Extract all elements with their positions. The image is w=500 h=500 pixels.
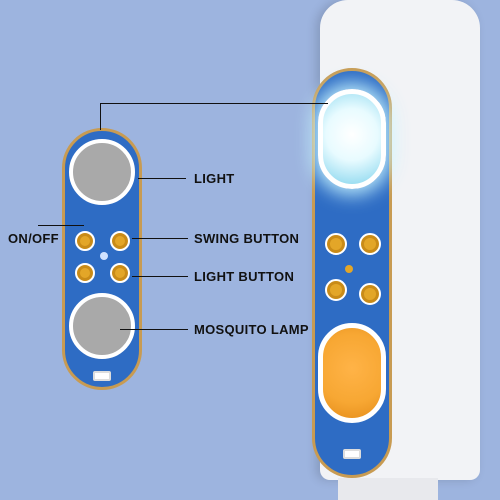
callout-line-onoff (38, 225, 84, 226)
label-swing-button: SWING BUTTON (194, 231, 300, 246)
callout-line-light-button (132, 276, 188, 277)
callout-line-mosquito (120, 329, 188, 330)
mosquito-lamp (69, 293, 135, 359)
speaker-icon (100, 252, 108, 260)
label-light: LIGHT (194, 171, 235, 186)
device-light-lens (318, 89, 386, 189)
callout-line-light (138, 178, 186, 179)
device-extra-button[interactable] (359, 283, 381, 305)
label-on-off: ON/OFF (8, 231, 59, 246)
callout-line-top-horizontal (100, 103, 328, 104)
label-mosquito-lamp: MOSQUITO LAMP (194, 322, 309, 337)
swing-button[interactable] (110, 231, 130, 251)
light-lens (69, 139, 135, 205)
onoff-button[interactable] (75, 231, 95, 251)
device-light-button[interactable] (325, 279, 347, 301)
extra-button[interactable] (110, 263, 130, 283)
usb-port (93, 371, 111, 381)
device-speaker-icon (345, 265, 353, 273)
label-light-button: LIGHT BUTTON (194, 269, 295, 284)
callout-line-top-vertical (100, 103, 101, 130)
fan-device-base (338, 478, 438, 500)
device-onoff-button[interactable] (325, 233, 347, 255)
fan-device-control-panel (312, 68, 392, 478)
light-button[interactable] (75, 263, 95, 283)
device-usb-port (343, 449, 361, 459)
device-mosquito-lamp (318, 323, 386, 423)
control-panel-diagram (62, 128, 142, 390)
callout-line-swing (132, 238, 188, 239)
device-swing-button[interactable] (359, 233, 381, 255)
